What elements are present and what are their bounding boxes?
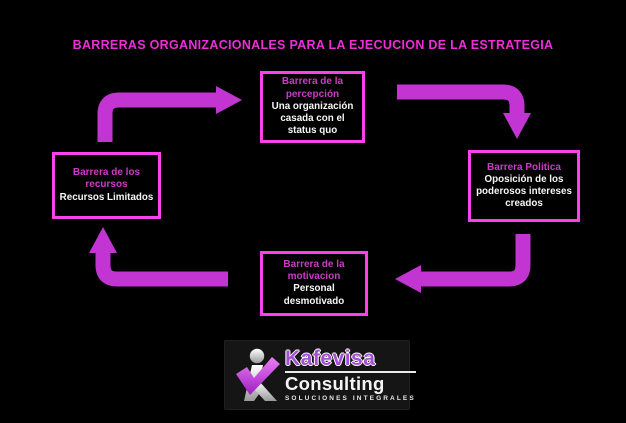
box-barrera-recursos: Barrera de los recursos Recursos Limitad… <box>52 152 161 219</box>
arrowhead-left-icon <box>395 265 421 293</box>
box-body: Una organización casada con el status qu… <box>271 100 354 137</box>
kafevisa-logo-panel: Kafevisa Consulting SOLUCIONES INTEGRALE… <box>224 340 416 410</box>
brand-tagline: SOLUCIONES INTEGRALES <box>285 395 416 403</box>
box-heading: Barrera de la percepción <box>281 76 344 100</box>
arrowhead-right-icon <box>216 86 242 114</box>
arrow-politica-to-motivacion <box>421 234 531 287</box>
box-heading: Barrera de la motivacion <box>283 259 345 283</box>
kafevisa-k-person-icon <box>236 348 280 401</box>
box-barrera-politica: Barrera Politica Oposición de los podero… <box>468 150 580 222</box>
box-body: Recursos Limitados <box>59 191 154 203</box>
brand-subname: Consulting <box>285 370 416 393</box>
box-barrera-motivacion: Barrera de la motivacion Personal desmot… <box>260 251 368 316</box>
arrowhead-down-icon <box>503 113 531 139</box>
box-body: Personal desmotivado <box>283 283 345 307</box>
box-heading: Barrera Politica <box>487 161 561 173</box>
box-barrera-percepcion: Barrera de la percepción Una organizació… <box>260 71 365 143</box>
arrowhead-up-icon <box>89 227 117 253</box>
arrow-percepcion-to-politica <box>397 84 525 113</box>
box-body: Oposición de los poderosos intereses cre… <box>476 173 572 210</box>
arrow-recursos-to-percepcion <box>97 92 216 142</box>
brand-name: Kafevisa <box>285 346 376 370</box>
arrow-motivacion-to-recursos <box>95 253 228 287</box>
box-heading: Barrera de los recursos <box>72 167 141 191</box>
diagram-title: BARRERAS ORGANIZACIONALES PARA LA EJECUC… <box>72 38 554 52</box>
logo-text-block: Kafevisa Consulting SOLUCIONES INTEGRALE… <box>285 348 416 402</box>
